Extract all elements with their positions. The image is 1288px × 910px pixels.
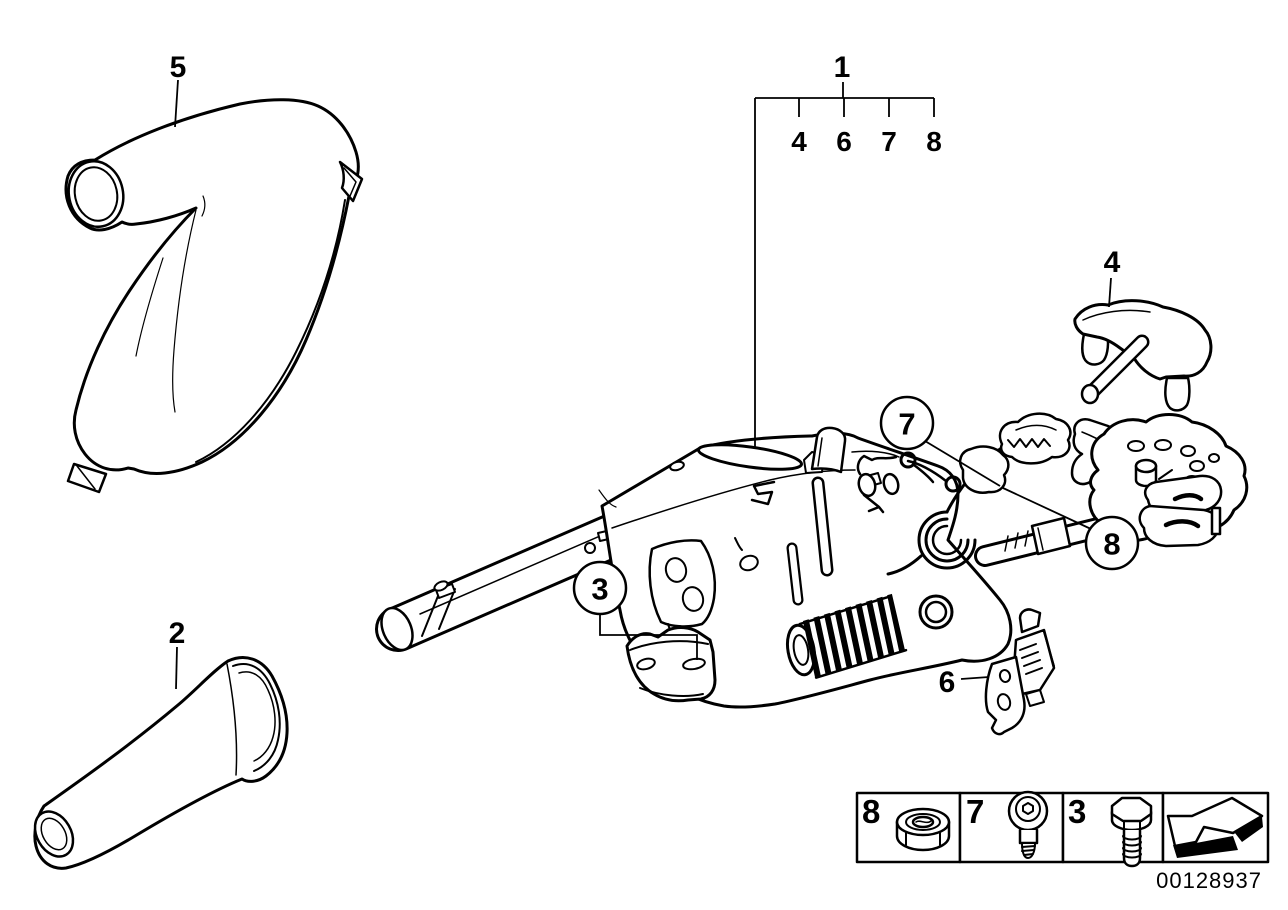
boot-opening xyxy=(67,159,125,229)
callout-cover[interactable]: 4 xyxy=(1104,246,1121,279)
plate-stud xyxy=(1134,458,1158,488)
lever-flag-plate xyxy=(648,539,717,628)
compression-spring xyxy=(785,593,908,679)
part-grip-drawing xyxy=(33,656,289,870)
direction-arrow-icon xyxy=(1166,796,1264,858)
hex-bolt-icon xyxy=(1110,796,1153,868)
cable-eyelet xyxy=(899,451,917,469)
callout-circle-8-ring[interactable] xyxy=(1084,515,1140,571)
ratchet-plate xyxy=(1070,413,1249,548)
mounting-bracket xyxy=(625,626,717,703)
release-button xyxy=(803,426,847,474)
callout-group-item-7[interactable]: 7 xyxy=(881,126,897,157)
callout-circle-3-ring[interactable] xyxy=(572,560,628,616)
callout-group-item-6[interactable]: 6 xyxy=(836,126,852,157)
cover-tube-opening xyxy=(1080,383,1100,405)
legend: 8 7 3 xyxy=(855,790,1270,868)
tube-end-cap xyxy=(380,606,414,652)
callouts: 5 2 1 4 6 7 8 4 6 7 8 3 xyxy=(169,51,1140,699)
callout-group-item-4[interactable]: 4 xyxy=(791,126,807,157)
part-number: 00128937 xyxy=(1156,868,1262,893)
callout-lever-assembly[interactable]: 1 xyxy=(834,51,851,84)
callout-circle-3-label[interactable]: 3 xyxy=(591,572,608,607)
callout-circle-7[interactable]: 7 xyxy=(879,395,1001,487)
callout-circle-7-label[interactable]: 7 xyxy=(898,407,915,442)
part-boot-drawing xyxy=(64,98,364,494)
callout-boot[interactable]: 5 xyxy=(170,51,187,84)
callout-circle-8-label[interactable]: 8 xyxy=(1103,527,1120,562)
part-cable-bracket-drawing xyxy=(984,608,1056,736)
pawl-mechanism xyxy=(851,412,1072,494)
shoulder-screw-icon xyxy=(1007,790,1049,859)
legend-ref-bolt[interactable]: 3 xyxy=(1068,793,1086,830)
lever-top-slot xyxy=(696,443,804,471)
lever-assembly-drawing xyxy=(375,412,1249,709)
grip-opening xyxy=(33,810,75,858)
callout-circle-8[interactable]: 8 xyxy=(1002,487,1140,571)
legend-ref-nut[interactable]: 8 xyxy=(862,793,880,830)
boot-tab xyxy=(338,160,364,203)
callout-circle-3[interactable]: 3 xyxy=(572,560,698,660)
callout-grip[interactable]: 2 xyxy=(169,617,186,650)
callout-circle-7-ring[interactable] xyxy=(879,395,935,451)
part-cover-drawing xyxy=(1073,299,1213,412)
callout-group-item-8[interactable]: 8 xyxy=(926,126,942,157)
hex-nut-icon xyxy=(895,807,951,852)
callout-cable-bracket[interactable]: 6 xyxy=(939,666,956,699)
legend-ref-screw[interactable]: 7 xyxy=(966,793,984,830)
